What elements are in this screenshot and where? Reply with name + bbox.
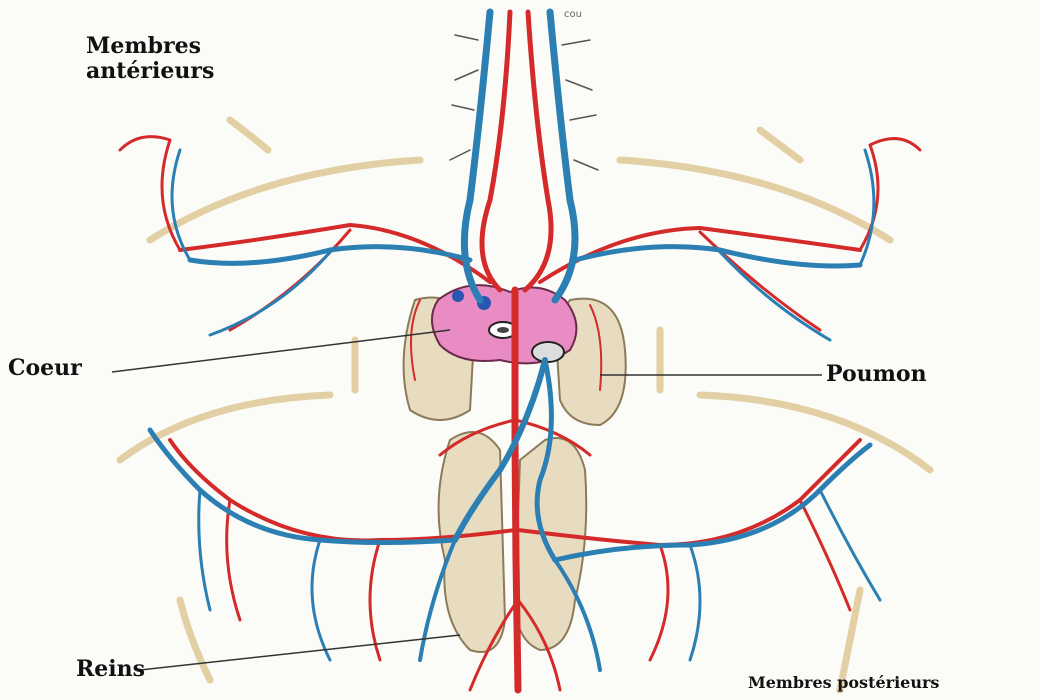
reins-leader (140, 635, 460, 670)
neck-branches (450, 35, 598, 170)
coeur-leader (112, 330, 450, 372)
membres-posterieurs-label: Membres postérieurs (748, 674, 939, 692)
membres-anterieurs-label: Membres antérieurs (86, 34, 214, 85)
coeur-label: Coeur (8, 356, 82, 381)
membres-anterieurs-line1: Membres (86, 34, 214, 59)
reins-label: Reins (76, 657, 145, 682)
poumon-label: Poumon (826, 362, 927, 387)
membres-anterieurs-line2: antérieurs (86, 59, 214, 84)
cou-label: cou (564, 9, 582, 20)
